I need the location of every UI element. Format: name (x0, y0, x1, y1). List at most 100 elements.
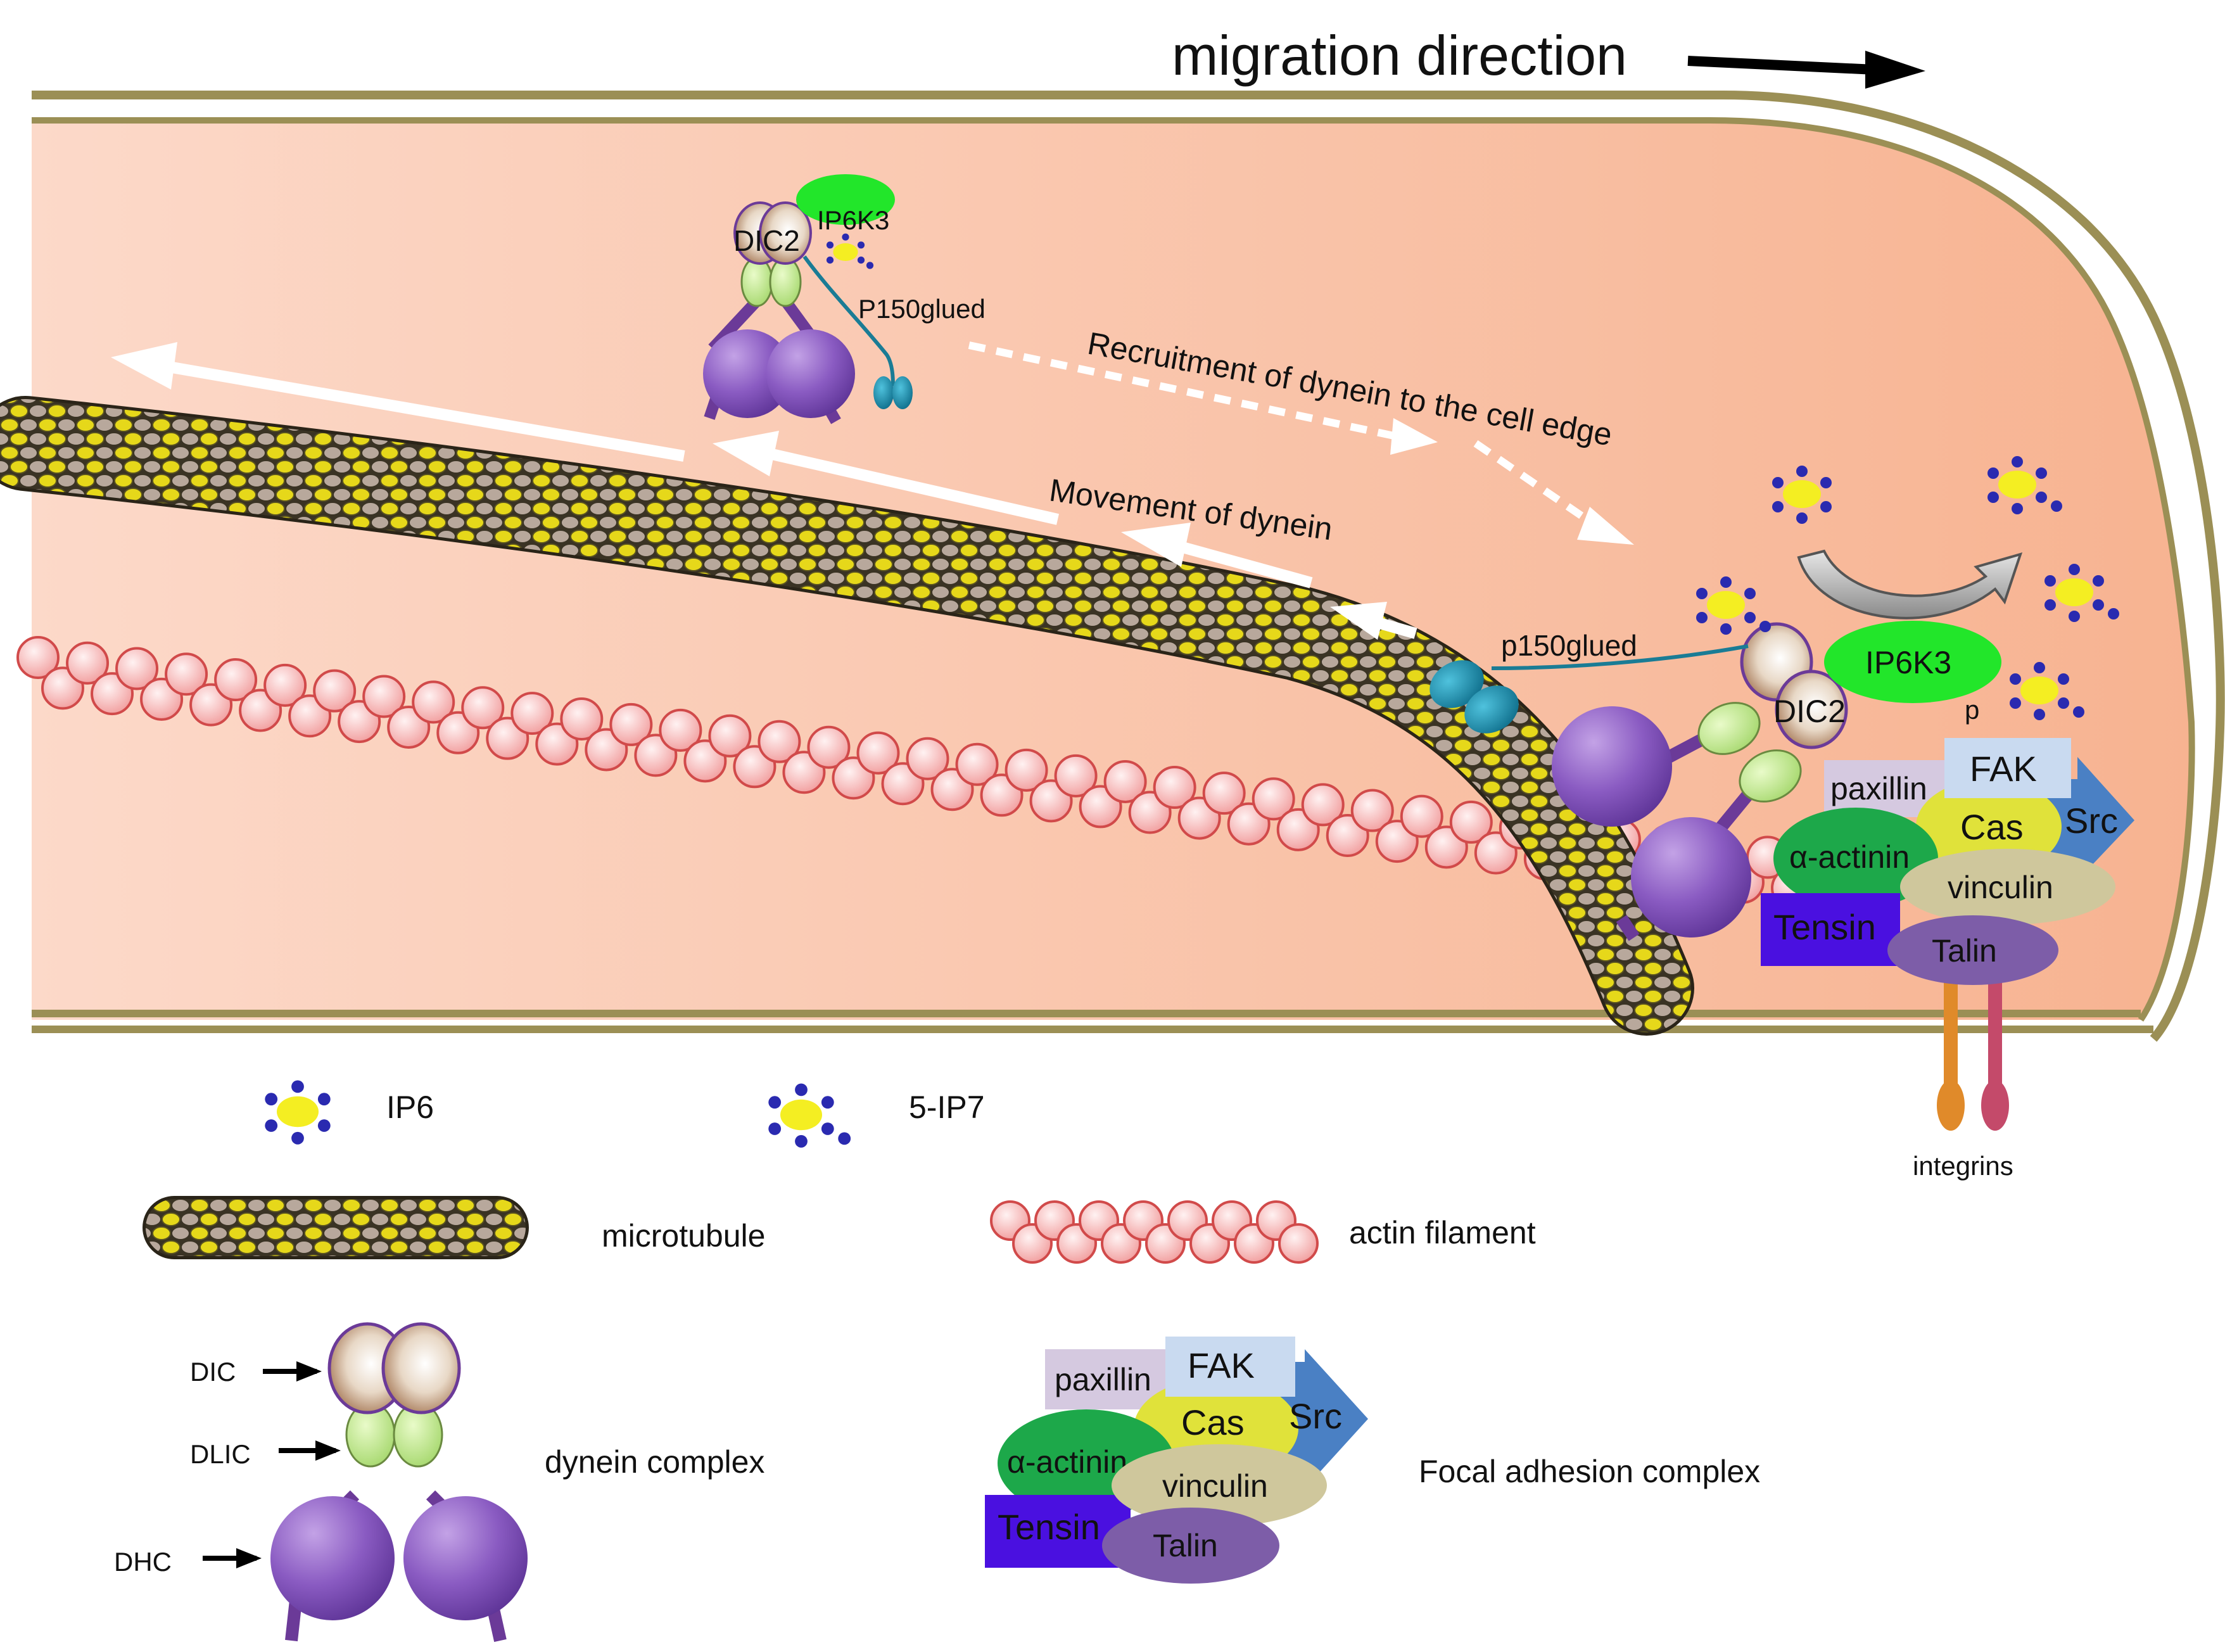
dynein-intermediate-chain (1775, 670, 1848, 749)
p150glued-protein (873, 376, 894, 409)
legend-dhc-label: DHC (114, 1547, 172, 1577)
dynein-intermediate-chain (381, 1322, 461, 1414)
actin-monomer (708, 714, 752, 758)
actinin-label: α-actinin (1789, 839, 1910, 875)
legend-focal-adhesion: paxillin FAK Cas Src α-actinin Tensin vi… (985, 1337, 1368, 1584)
dynein-heavy-chain (403, 1496, 528, 1620)
talin-block (1102, 1508, 1279, 1584)
actin-monomer (856, 731, 900, 775)
talin-label: Talin (1153, 1528, 1218, 1563)
actin-monomer (1301, 783, 1345, 827)
dynein-light-intermediate-chain (769, 257, 802, 307)
legend-microtubule-label: microtubule (602, 1218, 765, 1254)
actin-monomer (1400, 794, 1443, 838)
legend-ip6-label: IP6 (386, 1090, 434, 1125)
tensin-label: Tensin (998, 1507, 1100, 1547)
p150glued-tether (802, 255, 895, 387)
migration-direction-arrow (1687, 51, 1925, 89)
actin-monomer (115, 647, 159, 690)
cell-membrane-inner (32, 117, 2195, 1022)
cas-label: Cas (1181, 1402, 1245, 1442)
dynein-intermediate-chain (759, 201, 812, 265)
p150glued-tether (1491, 644, 1749, 670)
actin-monomer (214, 658, 258, 702)
actin-monomer (510, 692, 554, 735)
dynein-heavy-chain (270, 1496, 395, 1620)
legend-dynein-complex (270, 1322, 528, 1642)
dic2-label: DIC2 (1773, 694, 1846, 729)
legend-focal-adhesion-label: Focal adhesion complex (1419, 1454, 1760, 1489)
ip7-molecule (1987, 456, 2062, 514)
actin-monomer (412, 680, 455, 724)
movement-arrow (1121, 523, 1313, 588)
actin-monomer (906, 737, 949, 780)
actin-monomer (1103, 759, 1147, 803)
actin-monomer (1005, 748, 1048, 792)
movement-arrow (111, 342, 685, 462)
dynein-heavy-chain (1552, 706, 1672, 827)
ip7-molecule (826, 233, 874, 269)
src-label: Src (2065, 801, 2118, 841)
ip7-molecule (2044, 564, 2119, 622)
ip6-molecule (1772, 466, 1832, 524)
focal-adhesion-complex: integrins paxillin FAK Cas Src α-actinin… (1761, 738, 2134, 1181)
legend-ip7-label: 5-IP7 (909, 1090, 985, 1125)
paxillin-label: paxillin (1830, 771, 1927, 806)
actin-monomer (16, 636, 60, 679)
vinculin-label: vinculin (1162, 1468, 1268, 1504)
recruitment-arrows (968, 341, 1634, 545)
ip7-molecule (1696, 576, 1771, 635)
p150glued-label: P150glued (858, 294, 986, 324)
actin-monomer (1449, 800, 1493, 844)
actin-monomer (758, 720, 801, 763)
ip6k3-label: IP6K3 (817, 205, 889, 235)
migration-direction-title: migration direction (1172, 24, 1627, 87)
dynein-light-intermediate-chain (1697, 702, 1761, 755)
legend-dynein-complex-label: dynein complex (545, 1444, 764, 1480)
dynein-light-intermediate-chain (740, 257, 773, 307)
movement-arrow (1330, 602, 1417, 640)
actin-monomer (66, 641, 110, 685)
actin-monomer (609, 702, 653, 746)
dynein-light-intermediate-chain (1739, 749, 1802, 803)
fak-block (1165, 1337, 1295, 1397)
actin-monomer (1278, 1223, 1319, 1264)
dic2-label: DIC2 (733, 224, 800, 257)
actin-monomer (461, 686, 505, 730)
actin-monomer (362, 675, 406, 718)
legend: IP6 5-IP7 microtubule actin filament DIC… (114, 1090, 1760, 1642)
actin-monomer (955, 742, 999, 786)
p150glued-label: p150glued (1501, 629, 1637, 662)
actin-monomer (165, 652, 208, 696)
dynein-complex-edge: DIC2 p150glued (1429, 622, 1848, 941)
actinin-block (1773, 808, 1938, 909)
talin-block (1887, 915, 2058, 985)
legend-dic-label: DIC (190, 1357, 236, 1387)
cas-label: Cas (1960, 807, 2024, 847)
actin-monomer (659, 708, 702, 752)
actin-monomer (1153, 766, 1196, 810)
phospho-label: p (1965, 695, 1979, 725)
dynein-heavy-chain (766, 329, 855, 418)
p150glued-protein (892, 376, 913, 409)
integrins-label: integrins (1913, 1151, 2013, 1181)
p150glued-protein (1429, 660, 1484, 708)
actin-monomer (560, 697, 604, 741)
talin-label: Talin (1932, 933, 1997, 969)
actin-monomer (1054, 754, 1098, 797)
actin-monomer (1350, 789, 1394, 832)
fak-block (1944, 738, 2071, 798)
integrin (1981, 1080, 2009, 1131)
actin-monomer (263, 663, 307, 707)
fak-label: FAK (1970, 749, 2037, 789)
legend-actin-filament (990, 1200, 1319, 1264)
vinculin-label: vinculin (1948, 870, 2053, 905)
legend-microtubule (143, 1196, 529, 1259)
legend-actin-label: actin filament (1349, 1215, 1536, 1250)
microtubule (0, 396, 1694, 1036)
ip6k3-conversion: IP6K3 p (1797, 549, 2023, 725)
ip6k3-label: IP6K3 (1865, 645, 1951, 680)
movement-arrow (713, 431, 1060, 525)
movement-arrows (111, 342, 1417, 640)
